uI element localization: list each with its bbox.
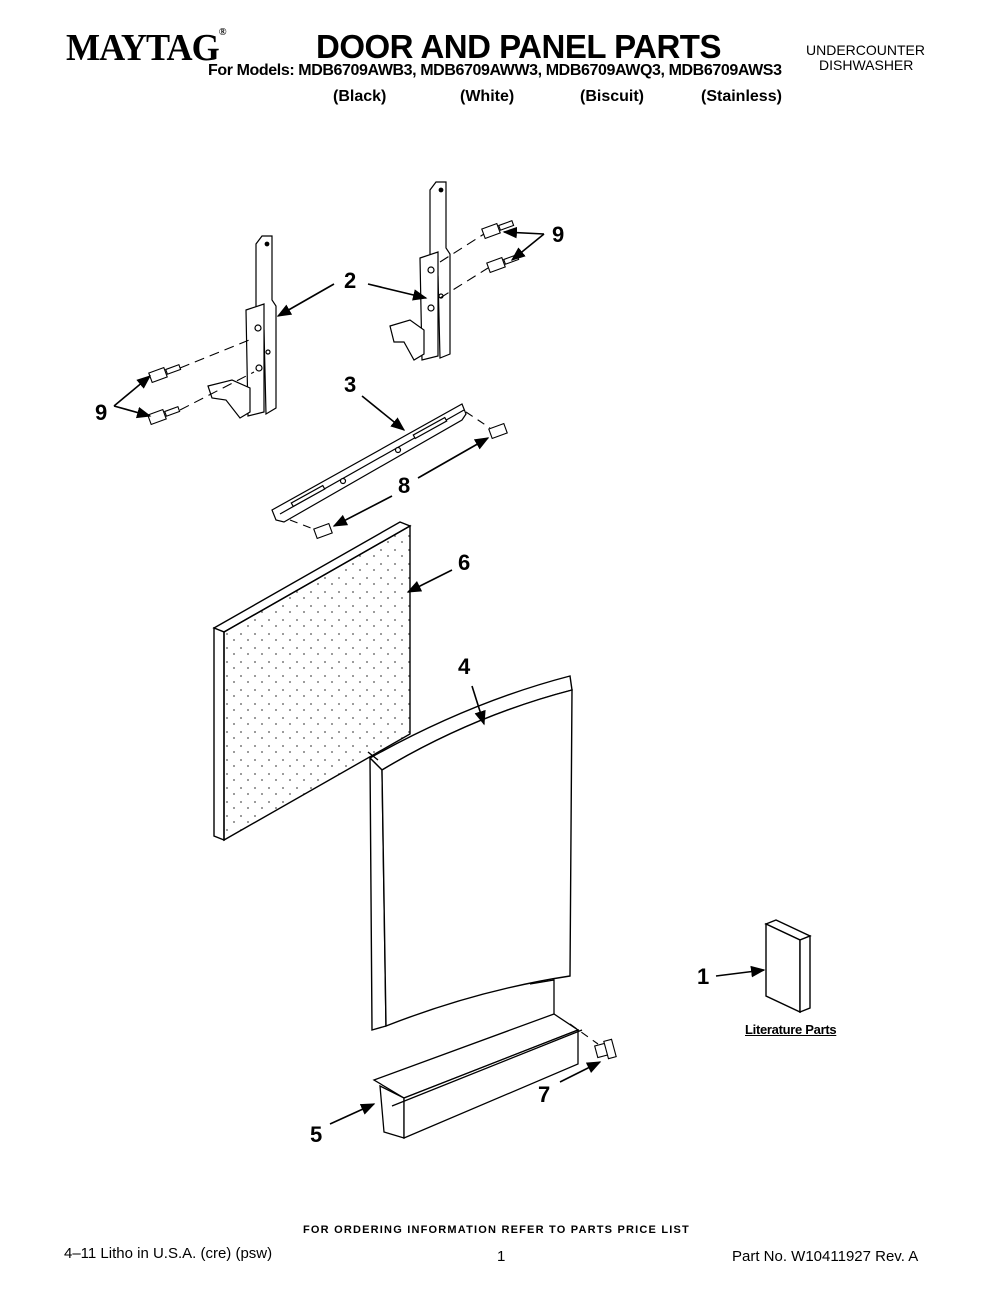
cross-bracket: [271, 403, 467, 523]
right-hinge-bracket: [389, 181, 451, 361]
callout-9-top: 9: [552, 222, 565, 247]
callout-9-left: 9: [95, 400, 108, 425]
page-number: 1: [497, 1248, 506, 1265]
callout-1: 1: [697, 964, 710, 989]
bracket-screws: [313, 422, 508, 540]
outer-door-panel: [367, 675, 573, 1031]
literature-booklet: [764, 919, 812, 1014]
ordering-note: FOR ORDERING INFORMATION REFER TO PARTS …: [303, 1224, 690, 1236]
callout-7: 7: [538, 1082, 551, 1107]
left-hinge-bracket: [207, 235, 277, 419]
finish-stainless: (Stainless): [701, 88, 782, 105]
finish-black: (Black): [333, 88, 387, 105]
hinge-screws: [147, 220, 520, 426]
page-title: DOOR AND PANEL PARTS: [316, 28, 721, 65]
brand-logo: MAYTAG®: [66, 26, 227, 70]
appliance-type-line1: UNDERCOUNTER: [806, 42, 925, 58]
part-number: Part No. W10411927 Rev. A: [732, 1248, 919, 1265]
toe-kick-screw: [569, 1023, 617, 1060]
door-panel-textured: [212, 521, 412, 842]
appliance-type-line2: DISHWASHER: [819, 57, 914, 73]
toe-kick-panel: [372, 979, 583, 1139]
callout-8: 8: [398, 473, 411, 498]
literature-parts-label: Literature Parts: [745, 1022, 837, 1037]
callout-3: 3: [344, 372, 357, 397]
callout-5: 5: [310, 1122, 323, 1147]
brand-name: MAYTAG: [66, 27, 220, 69]
bracket-screw-dashes: [289, 411, 491, 531]
models-line: For Models: MDB6709AWB3, MDB6709AWW3, MD…: [208, 62, 782, 79]
litho-line: 4–11 Litho in U.S.A. (cre) (psw): [64, 1245, 273, 1262]
callout-leaders: [113, 226, 766, 1125]
finish-biscuit: (Biscuit): [580, 88, 644, 105]
registered-mark: ®: [218, 26, 227, 38]
callout-2: 2: [344, 268, 357, 293]
finish-white: (White): [460, 88, 515, 105]
callout-6: 6: [458, 550, 471, 575]
callout-4: 4: [458, 654, 471, 679]
screw-leader-dashes: [179, 233, 489, 411]
